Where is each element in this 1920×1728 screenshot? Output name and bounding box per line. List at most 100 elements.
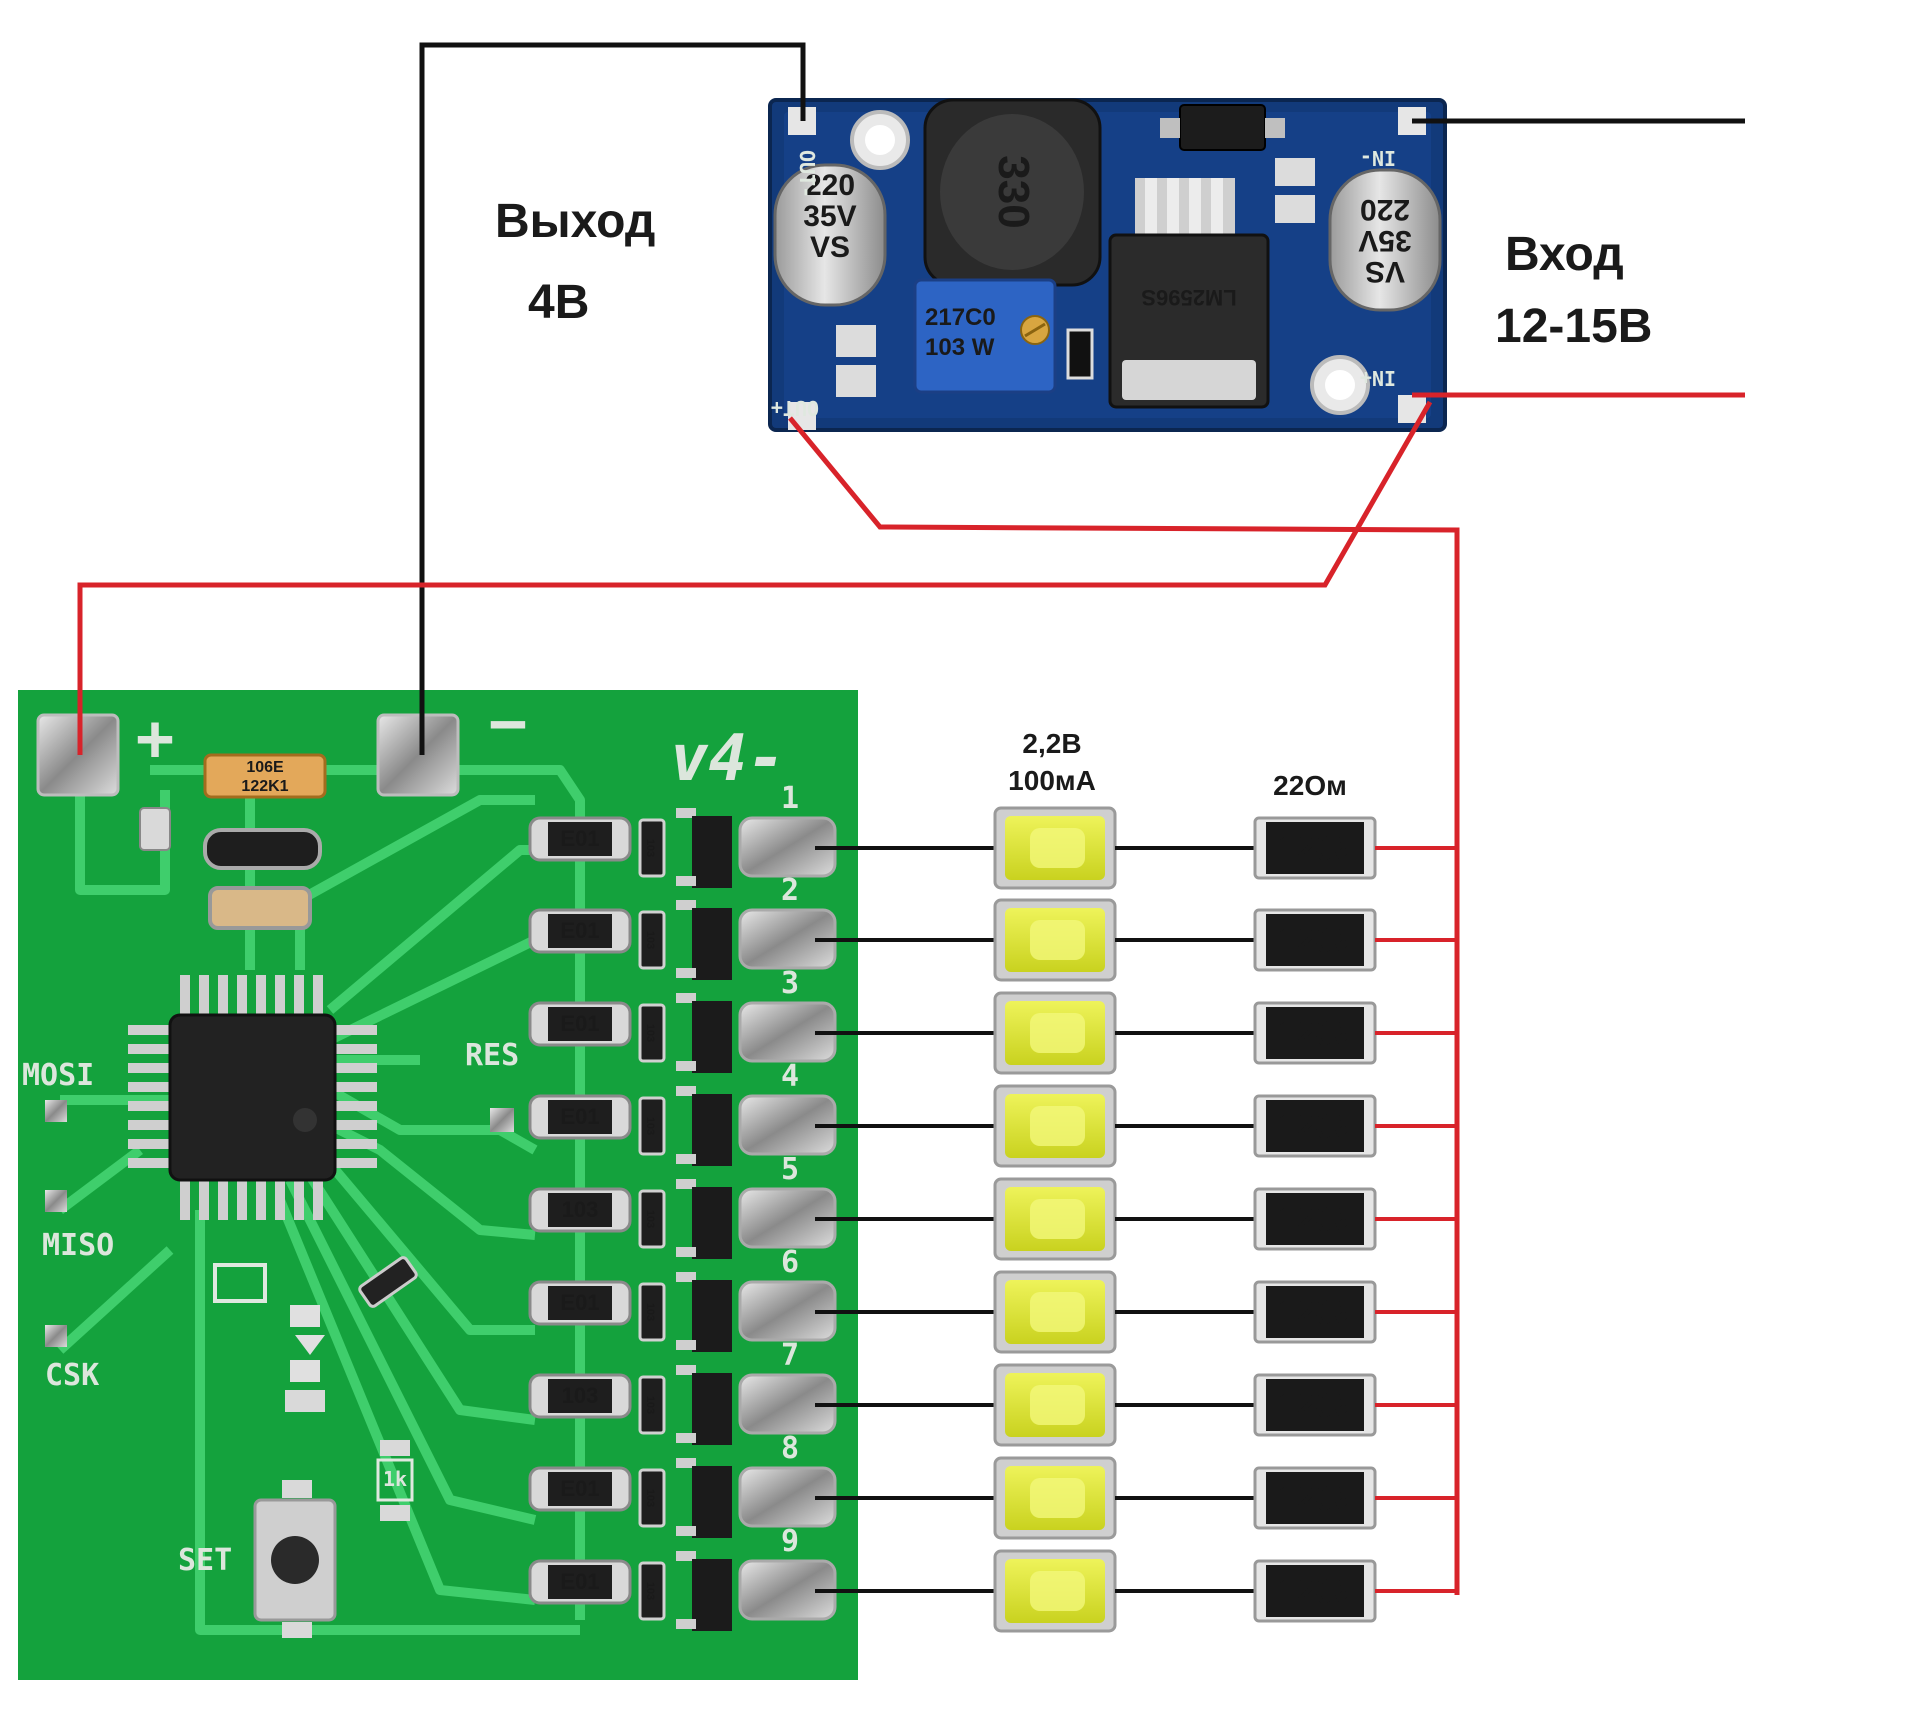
small-resistor-code: 103: [644, 931, 656, 949]
capacitor-left: 220 35V VS: [773, 163, 887, 307]
smd-led: [993, 1549, 1117, 1633]
plus-label: +: [136, 702, 175, 776]
mcu-pin: [332, 1101, 377, 1111]
channel-7: 103 103 7: [528, 1338, 837, 1445]
pin-csk-pad[interactable]: [45, 1325, 67, 1347]
wire-output-negative: [419, 42, 806, 755]
resistor-code: 1206: [1277, 1573, 1353, 1611]
mcu-pin: [128, 1158, 173, 1168]
converter-board: 220 35V VS 330 LM2596S: [768, 98, 1447, 432]
trimmer-potentiometer[interactable]: 217C0 103 W: [913, 278, 1057, 394]
smd-led: [993, 991, 1117, 1075]
channel-resistor: 103: [528, 1373, 632, 1419]
smd-resistor-1206: 1206: [1253, 1466, 1377, 1530]
mcu-pin: [199, 975, 209, 1020]
mcu-pin: [128, 1063, 173, 1073]
channel-resistor: E01: [528, 908, 632, 954]
mcu-pin: [218, 975, 228, 1020]
channel-number: 2: [781, 873, 799, 908]
led-voltage-label: 2,2В: [1022, 728, 1081, 759]
input-title: Вход: [1505, 228, 1624, 281]
smd-led: [993, 806, 1117, 890]
channel-resistor-code: E01: [560, 1476, 599, 1501]
mcu-pin: [313, 975, 323, 1020]
channel-resistor: E01: [528, 1001, 632, 1047]
small-resistor-code: 103: [644, 1210, 656, 1228]
led-channel-8: 1206: [815, 1456, 1457, 1540]
channel-resistor: E01: [528, 816, 632, 862]
controller-board: + − v4- 106E 122K1 MOSI MISO CSK RES: [18, 687, 858, 1680]
channel-small-resistor: 103: [638, 1561, 666, 1621]
mcu-pin: [180, 1175, 190, 1220]
mcu-pin: [180, 975, 190, 1020]
tantalum-capacitor: 106E 122K1: [203, 753, 327, 799]
small-resistor-code: 103: [644, 839, 656, 857]
wire-plus-feed: [77, 400, 1433, 755]
channel-number: 8: [781, 1431, 799, 1466]
pcb-traces: [56, 765, 585, 1635]
output-title: Выход: [495, 195, 655, 248]
channel-resistor-code: E01: [560, 1290, 599, 1315]
channel-transistor: [676, 808, 732, 888]
channel-resistor: E01: [528, 1559, 632, 1605]
resistor-code: 1206: [1277, 1015, 1353, 1053]
capacitor-right: 220 35V VS: [1328, 168, 1442, 312]
resistor-1k-label: 1k: [383, 1467, 407, 1491]
pin-mosi-pad[interactable]: [45, 1100, 67, 1122]
mcu-pin: [275, 975, 285, 1020]
mcu-pin: [256, 975, 266, 1020]
channel-transistor: [676, 1179, 732, 1259]
pin-miso-pad[interactable]: [45, 1190, 67, 1212]
channel-small-resistor: 103: [638, 1189, 666, 1249]
diode: [203, 828, 322, 870]
mcu-pin: [332, 1139, 377, 1149]
smd-led: [993, 1363, 1117, 1447]
channel-transistor: [676, 993, 732, 1073]
channel-1: E01 103 1: [528, 781, 837, 888]
led-channel-4: 1206: [815, 1084, 1457, 1168]
cap-left-line-1: 220: [805, 169, 855, 202]
mcu-pin: [275, 1175, 285, 1220]
mcu-pin: [294, 1175, 304, 1220]
pad-minus[interactable]: [376, 713, 460, 797]
channel-small-resistor: 103: [638, 1375, 666, 1435]
channel-number: 3: [781, 966, 799, 1001]
cap-right-line-2: 35V: [1358, 224, 1411, 257]
set-button[interactable]: [253, 1480, 337, 1638]
ceramic-capacitor: [208, 886, 312, 930]
pad-out-plus[interactable]: [788, 402, 816, 430]
channel-number: 1: [781, 781, 799, 816]
pin-res-pad[interactable]: [490, 1108, 514, 1132]
tantalum-line-1: 106E: [246, 759, 284, 776]
mcu-pin: [332, 1063, 377, 1073]
pad-in-minus-label: IN-: [1360, 146, 1396, 170]
mcu-pin: [332, 1120, 377, 1130]
channel-transistor: [676, 1551, 732, 1631]
channel-number: 7: [781, 1338, 799, 1373]
mcu-pin: [128, 1044, 173, 1054]
channel-2: E01 103 2: [528, 873, 837, 980]
pad-out-plus-label: OUT+: [771, 396, 819, 420]
channel-number: 4: [781, 1059, 799, 1094]
smd-resistor-1206: 1206: [1253, 1280, 1377, 1344]
led-channel-9: 1206: [815, 1549, 1457, 1633]
regulator-chip: LM2596S: [1108, 178, 1270, 409]
channel-resistor: E01: [528, 1466, 632, 1512]
smd-resistor-1206: 1206: [1253, 1187, 1377, 1251]
channel-resistor-code: E01: [560, 826, 599, 851]
pad-out-minus-label: OUT-: [795, 150, 819, 198]
mcu-pin: [332, 1044, 377, 1054]
mcu-pin: [128, 1025, 173, 1035]
channel-small-resistor: 103: [638, 910, 666, 970]
mcu-pin: [128, 1082, 173, 1092]
smd-resistor-1206: 1206: [1253, 1373, 1377, 1437]
small-resistor-code: 103: [644, 1117, 656, 1135]
mcu-pin: [294, 975, 304, 1020]
small-resistor-code: 103: [644, 1396, 656, 1414]
channel-resistor: E01: [528, 1094, 632, 1140]
